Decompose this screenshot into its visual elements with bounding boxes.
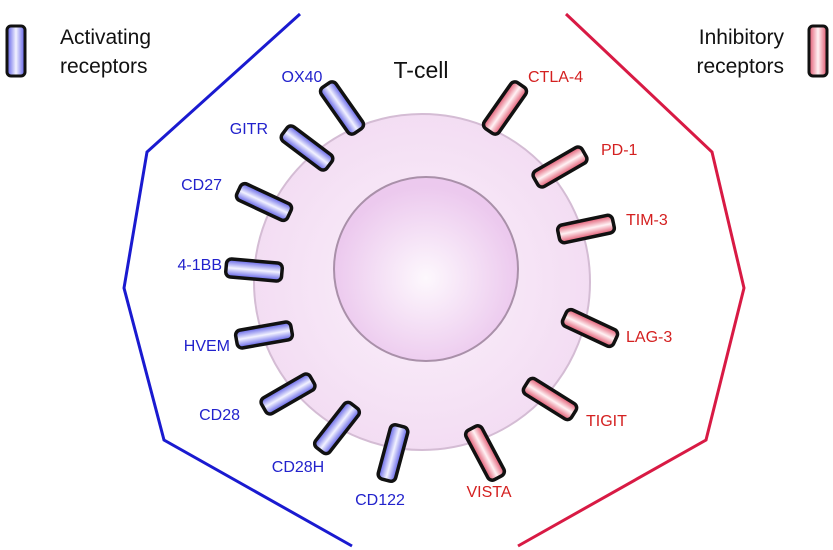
inhibitory-receptor-shape <box>521 376 579 422</box>
activating-receptor-shape <box>233 320 295 350</box>
activating-receptor-cd28: CD28 <box>199 372 317 424</box>
inhibitory-receptor-lag-3: LAG-3 <box>560 307 672 349</box>
inhibitory-receptor-label: VISTA <box>466 484 511 501</box>
activating-legend-label-line1: Activating <box>60 26 151 49</box>
inhibitory-receptor-label: PD-1 <box>601 142 638 159</box>
activating-receptor-label: CD28H <box>272 459 324 476</box>
activating-receptor-label: CD27 <box>181 177 222 194</box>
inhibitory-legend-swatch <box>807 24 829 78</box>
activating-receptor-shape <box>376 422 410 484</box>
inhibitory-receptor-shape <box>531 145 589 189</box>
activating-receptor-shape <box>234 181 294 223</box>
inhibitory-receptor-tim-3: TIM-3 <box>555 212 668 245</box>
inhibitory-receptor-shape <box>560 307 620 349</box>
inhibitory-receptor-tigit: TIGIT <box>521 376 627 430</box>
activating-receptor-hvem: HVEM <box>184 320 295 355</box>
inhibitory-receptor-label: TIM-3 <box>626 212 668 229</box>
inhibitory-receptor-ctla-4: CTLA-4 <box>481 69 583 136</box>
activating-receptor-label: HVEM <box>184 338 230 355</box>
inhibitory-receptor-pd-1: PD-1 <box>531 142 638 189</box>
inhibitory-receptor-label: CTLA-4 <box>528 69 583 86</box>
activating-legend-swatch <box>5 24 27 78</box>
inhibitory-receptor-shape <box>481 80 529 136</box>
cell-title: T-cell <box>394 57 449 83</box>
inhibitory-receptor-shape <box>555 213 617 245</box>
activating-receptor-shape <box>312 400 362 456</box>
nucleus <box>333 176 519 362</box>
activating-receptor-shape <box>279 124 335 172</box>
activating-receptor-shape <box>259 372 317 416</box>
inhibitory-receptor-label: TIGIT <box>586 413 627 430</box>
activating-receptor-label: 4-1BB <box>178 257 222 274</box>
inhibitory-receptor-label: LAG-3 <box>626 329 672 346</box>
activating-receptor-cd28h: CD28H <box>272 400 362 476</box>
inhibitory-receptor-vista: VISTA <box>463 424 512 501</box>
activating-receptor-shape <box>318 80 366 136</box>
inhibitory-bracket-line <box>517 12 746 548</box>
activating-receptor-4-1bb: 4-1BB <box>178 257 285 283</box>
activating-receptor-label: CD122 <box>355 492 405 509</box>
activating-receptor-label: CD28 <box>199 407 240 424</box>
activating-bracket-line <box>122 12 353 548</box>
inhibitory-receptor-shape <box>463 424 507 482</box>
inhibitory-legend-label-line1: Inhibitory <box>699 26 785 49</box>
activating-receptor-cd27: CD27 <box>181 177 294 223</box>
activating-receptor-ox40: OX40 <box>282 69 366 136</box>
activating-receptor-label: OX40 <box>282 69 323 86</box>
activating-receptor-label: GITR <box>230 121 268 138</box>
activating-receptor-shape <box>223 257 285 283</box>
activating-legend-label-line2: receptors <box>60 55 148 78</box>
activating-receptor-gitr: GITR <box>230 121 335 172</box>
inhibitory-legend-label-line2: receptors <box>696 55 784 78</box>
activating-receptor-cd122: CD122 <box>355 422 410 509</box>
